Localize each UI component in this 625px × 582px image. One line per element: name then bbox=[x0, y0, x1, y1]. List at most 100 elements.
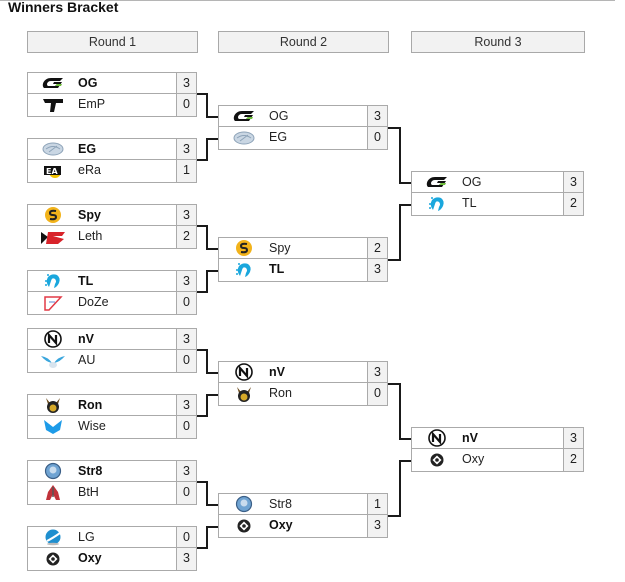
team-score: 2 bbox=[563, 449, 583, 471]
team-row[interactable]: nV 3 bbox=[27, 328, 197, 350]
team-name[interactable]: eRa bbox=[78, 163, 101, 177]
team-name[interactable]: OG bbox=[78, 76, 98, 90]
team-name[interactable]: BtH bbox=[78, 485, 99, 499]
connector-r1m4-r2m2 bbox=[197, 270, 218, 293]
team-name[interactable]: Oxy bbox=[78, 551, 102, 565]
team-score: 0 bbox=[367, 127, 387, 149]
connector-r1m5-r2m3 bbox=[197, 349, 218, 374]
nv-logo-icon bbox=[219, 362, 269, 382]
team-score: 3 bbox=[367, 362, 387, 382]
team-score: 2 bbox=[367, 238, 387, 258]
team-name[interactable]: nV bbox=[269, 365, 285, 379]
team-score: 2 bbox=[176, 226, 196, 248]
team-score: 3 bbox=[176, 395, 196, 415]
team-row[interactable]: DoZe 0 bbox=[27, 292, 197, 315]
team-row[interactable]: EG 0 bbox=[218, 127, 388, 150]
team-row[interactable]: Str8 3 bbox=[27, 460, 197, 482]
team-row[interactable]: Oxy 3 bbox=[27, 548, 197, 571]
team-name[interactable]: Spy bbox=[78, 208, 101, 222]
connector-r1m1-r2m1 bbox=[197, 93, 218, 118]
team-name[interactable]: Oxy bbox=[462, 452, 485, 466]
team-name[interactable]: Leth bbox=[78, 229, 103, 243]
team-score: 3 bbox=[176, 139, 196, 159]
team-row[interactable]: OG 3 bbox=[218, 105, 388, 127]
team-score: 3 bbox=[367, 259, 387, 281]
team-name[interactable]: TL bbox=[78, 274, 94, 288]
team-name[interactable]: LG bbox=[78, 530, 95, 544]
oxy-logo-icon bbox=[412, 449, 462, 471]
team-name[interactable]: nV bbox=[78, 332, 94, 346]
connector-r1m2-r2m1 bbox=[197, 138, 218, 161]
team-row[interactable]: Leth 2 bbox=[27, 226, 197, 249]
team-score: 3 bbox=[176, 329, 196, 349]
str8-logo-icon bbox=[28, 461, 78, 481]
team-score: 0 bbox=[176, 292, 196, 314]
team-score: 3 bbox=[176, 548, 196, 570]
team-score: 3 bbox=[367, 106, 387, 126]
connector-r1m7-r2m4 bbox=[197, 481, 218, 506]
tl-logo-icon bbox=[412, 193, 462, 215]
wise-logo-icon bbox=[28, 416, 78, 438]
team-row[interactable]: TL 2 bbox=[411, 193, 584, 216]
spy-logo-icon bbox=[28, 205, 78, 225]
leth-logo-icon bbox=[28, 226, 78, 248]
team-name[interactable]: OG bbox=[462, 175, 482, 189]
connector-r1m3-r2m2 bbox=[197, 225, 218, 250]
og-logo-icon bbox=[412, 172, 462, 192]
team-name[interactable]: OG bbox=[269, 109, 289, 123]
team-name[interactable]: Ron bbox=[78, 398, 103, 412]
connector-r1m8-r2m4 bbox=[197, 526, 218, 549]
team-score: 3 bbox=[563, 172, 583, 192]
team-name[interactable]: nV bbox=[462, 431, 478, 445]
team-name[interactable]: DoZe bbox=[78, 295, 109, 309]
team-row[interactable]: Spy 2 bbox=[218, 237, 388, 259]
team-name[interactable]: TL bbox=[269, 262, 285, 276]
team-name[interactable]: Oxy bbox=[269, 518, 293, 532]
team-name[interactable]: TL bbox=[462, 196, 477, 210]
team-name[interactable]: Str8 bbox=[269, 497, 292, 511]
team-row[interactable]: Ron 3 bbox=[27, 394, 197, 416]
team-name[interactable]: EmP bbox=[78, 97, 106, 111]
team-row[interactable]: TL 3 bbox=[218, 259, 388, 282]
str8-logo-icon bbox=[219, 494, 269, 514]
spy-logo-icon bbox=[219, 238, 269, 258]
team-name[interactable]: Str8 bbox=[78, 464, 103, 478]
team-score: 3 bbox=[176, 461, 196, 481]
team-name[interactable]: EG bbox=[78, 142, 97, 156]
team-name[interactable]: Wise bbox=[78, 419, 106, 433]
team-row[interactable]: Oxy 2 bbox=[411, 449, 584, 472]
team-score: 3 bbox=[176, 73, 196, 93]
round-2-header: Round 2 bbox=[218, 31, 389, 53]
team-score: 2 bbox=[563, 193, 583, 215]
team-row[interactable]: nV 3 bbox=[218, 361, 388, 383]
team-name[interactable]: AU bbox=[78, 353, 96, 367]
oxy-logo-icon bbox=[219, 515, 269, 537]
og-logo-icon bbox=[219, 106, 269, 126]
svg-text:EA: EA bbox=[46, 167, 58, 176]
team-name[interactable]: Ron bbox=[269, 386, 292, 400]
team-row[interactable]: EG 3 bbox=[27, 138, 197, 160]
team-row[interactable]: OG 3 bbox=[411, 171, 584, 193]
team-row[interactable]: OG 3 bbox=[27, 72, 197, 94]
nv-logo-icon bbox=[28, 329, 78, 349]
team-name[interactable]: Spy bbox=[269, 241, 291, 255]
team-name[interactable]: EG bbox=[269, 130, 288, 144]
